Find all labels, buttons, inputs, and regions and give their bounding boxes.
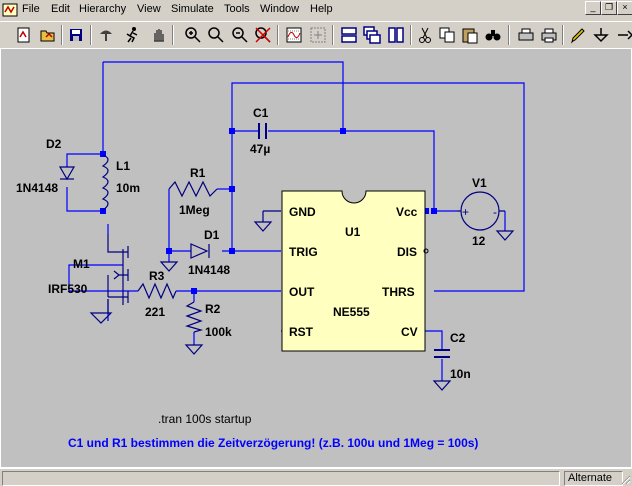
menu-help[interactable]: Help: [310, 3, 333, 15]
r1-ref: R1: [190, 166, 206, 180]
junction-dots: [100, 128, 437, 294]
status-mode: Alternate: [564, 471, 623, 486]
schematic-drawing: D2 1N4148 L1 10m M1 IRF530 R1 1Meg D1 1N…: [16, 61, 525, 450]
capacitor-c2[interactable]: [434, 349, 450, 358]
status-bar: Alternate: [0, 468, 632, 486]
pin-thrs: THRS: [382, 285, 415, 299]
schematic-comment[interactable]: C1 und R1 bestimmen die Zeitverzögerung!…: [68, 436, 478, 450]
control-panel-icon[interactable]: [96, 25, 116, 45]
resistor-r3[interactable]: [137, 282, 177, 300]
c1-ref: C1: [253, 106, 269, 120]
spice-directive[interactable]: .tran 100s startup: [158, 412, 252, 426]
voltage-source-v1[interactable]: [457, 191, 505, 231]
v1-value: 12: [472, 234, 486, 248]
ic-u1-ne555[interactable]: [281, 190, 429, 352]
diode-d1[interactable]: [190, 243, 210, 259]
pin-dis: DIS: [397, 245, 417, 259]
save-icon[interactable]: [66, 25, 86, 45]
schematic-frame: D2 1N4148 L1 10m M1 IRF530 R1 1Meg D1 1N…: [0, 48, 632, 468]
inductor-l1[interactable]: [101, 154, 109, 211]
label-net-icon[interactable]: [614, 25, 632, 45]
menu-simulate[interactable]: Simulate: [171, 3, 214, 15]
c2-value: 10n: [450, 367, 471, 381]
ground-symbol-trig: [159, 261, 179, 272]
tile-horizontal-icon[interactable]: [339, 25, 359, 45]
d2-ref: D2: [46, 137, 62, 151]
v1-plus: +: [462, 205, 469, 219]
m1-value: IRF530: [48, 282, 88, 296]
paste-icon[interactable]: [460, 25, 480, 45]
print-setup-icon[interactable]: [516, 25, 536, 45]
menu-edit[interactable]: Edit: [51, 3, 70, 15]
zoom-area-icon[interactable]: [206, 25, 226, 45]
d1-ref: D1: [204, 228, 220, 242]
resistor-r1[interactable]: [168, 180, 218, 198]
c1-value: 47µ: [250, 142, 270, 156]
menu-view[interactable]: View: [137, 3, 161, 15]
u1-ref: U1: [345, 225, 361, 239]
status-message: [2, 471, 560, 486]
menu-bar: File Edit Hierarchy View Simulate Tools …: [0, 0, 632, 20]
autorange-icon[interactable]: [308, 25, 328, 45]
waveform-icon[interactable]: [284, 25, 304, 45]
zoom-cancel-icon[interactable]: [253, 25, 273, 45]
r3-value: 221: [145, 305, 165, 319]
pencil-icon[interactable]: [568, 25, 588, 45]
find-icon[interactable]: [483, 25, 503, 45]
pin-vcc: Vcc: [396, 205, 418, 219]
pin-trig: TRIG: [289, 245, 318, 259]
r1-value: 1Meg: [179, 203, 210, 217]
resize-grip-icon[interactable]: [620, 474, 631, 485]
capacitor-c1[interactable]: [258, 123, 267, 139]
ground-icon[interactable]: [591, 25, 611, 45]
menu-tools[interactable]: Tools: [224, 3, 250, 15]
zoom-in-icon[interactable]: [183, 25, 203, 45]
run-icon[interactable]: [122, 25, 142, 45]
d2-value: 1N4148: [16, 181, 58, 195]
zoom-out-icon[interactable]: [230, 25, 250, 45]
cascade-icon[interactable]: [362, 25, 382, 45]
schematic-canvas[interactable]: D2 1N4148 L1 10m M1 IRF530 R1 1Meg D1 1N…: [1, 49, 631, 467]
app-icon[interactable]: [2, 2, 18, 18]
pan-icon[interactable]: [149, 25, 169, 45]
minimize-button[interactable]: _: [585, 1, 601, 15]
menu-file[interactable]: File: [22, 3, 40, 15]
menu-window[interactable]: Window: [260, 3, 300, 15]
resistor-r2[interactable]: [185, 301, 204, 333]
pin-cv: CV: [401, 325, 418, 339]
toolbar: [0, 21, 632, 49]
open-icon[interactable]: [38, 25, 58, 45]
r2-ref: R2: [205, 302, 221, 316]
l1-ref: L1: [116, 159, 130, 173]
u1-value: NE555: [333, 305, 370, 319]
cut-icon[interactable]: [415, 25, 435, 45]
restore-button[interactable]: ❐: [601, 1, 617, 15]
v1-minus: -: [493, 205, 497, 219]
mosfet-m1[interactable]: [107, 234, 129, 305]
m1-ref: M1: [73, 257, 90, 271]
d1-value: 1N4148: [188, 263, 230, 277]
c2-ref: C2: [450, 331, 466, 345]
tile-vertical-icon[interactable]: [386, 25, 406, 45]
pin-rst: RST: [289, 325, 314, 339]
menu-hierarchy[interactable]: Hierarchy: [79, 3, 127, 15]
l1-value: 10m: [116, 181, 140, 195]
new-schematic-icon[interactable]: [14, 25, 34, 45]
ground-symbols: [89, 210, 515, 391]
r3-ref: R3: [149, 269, 165, 283]
diode-d2[interactable]: [58, 166, 76, 181]
close-button[interactable]: ×: [617, 1, 632, 15]
v1-ref: V1: [472, 176, 487, 190]
r2-value: 100k: [205, 325, 232, 339]
pin-out: OUT: [289, 285, 315, 299]
copy-icon[interactable]: [437, 25, 457, 45]
pin-gnd: GND: [289, 205, 316, 219]
print-icon[interactable]: [539, 25, 559, 45]
